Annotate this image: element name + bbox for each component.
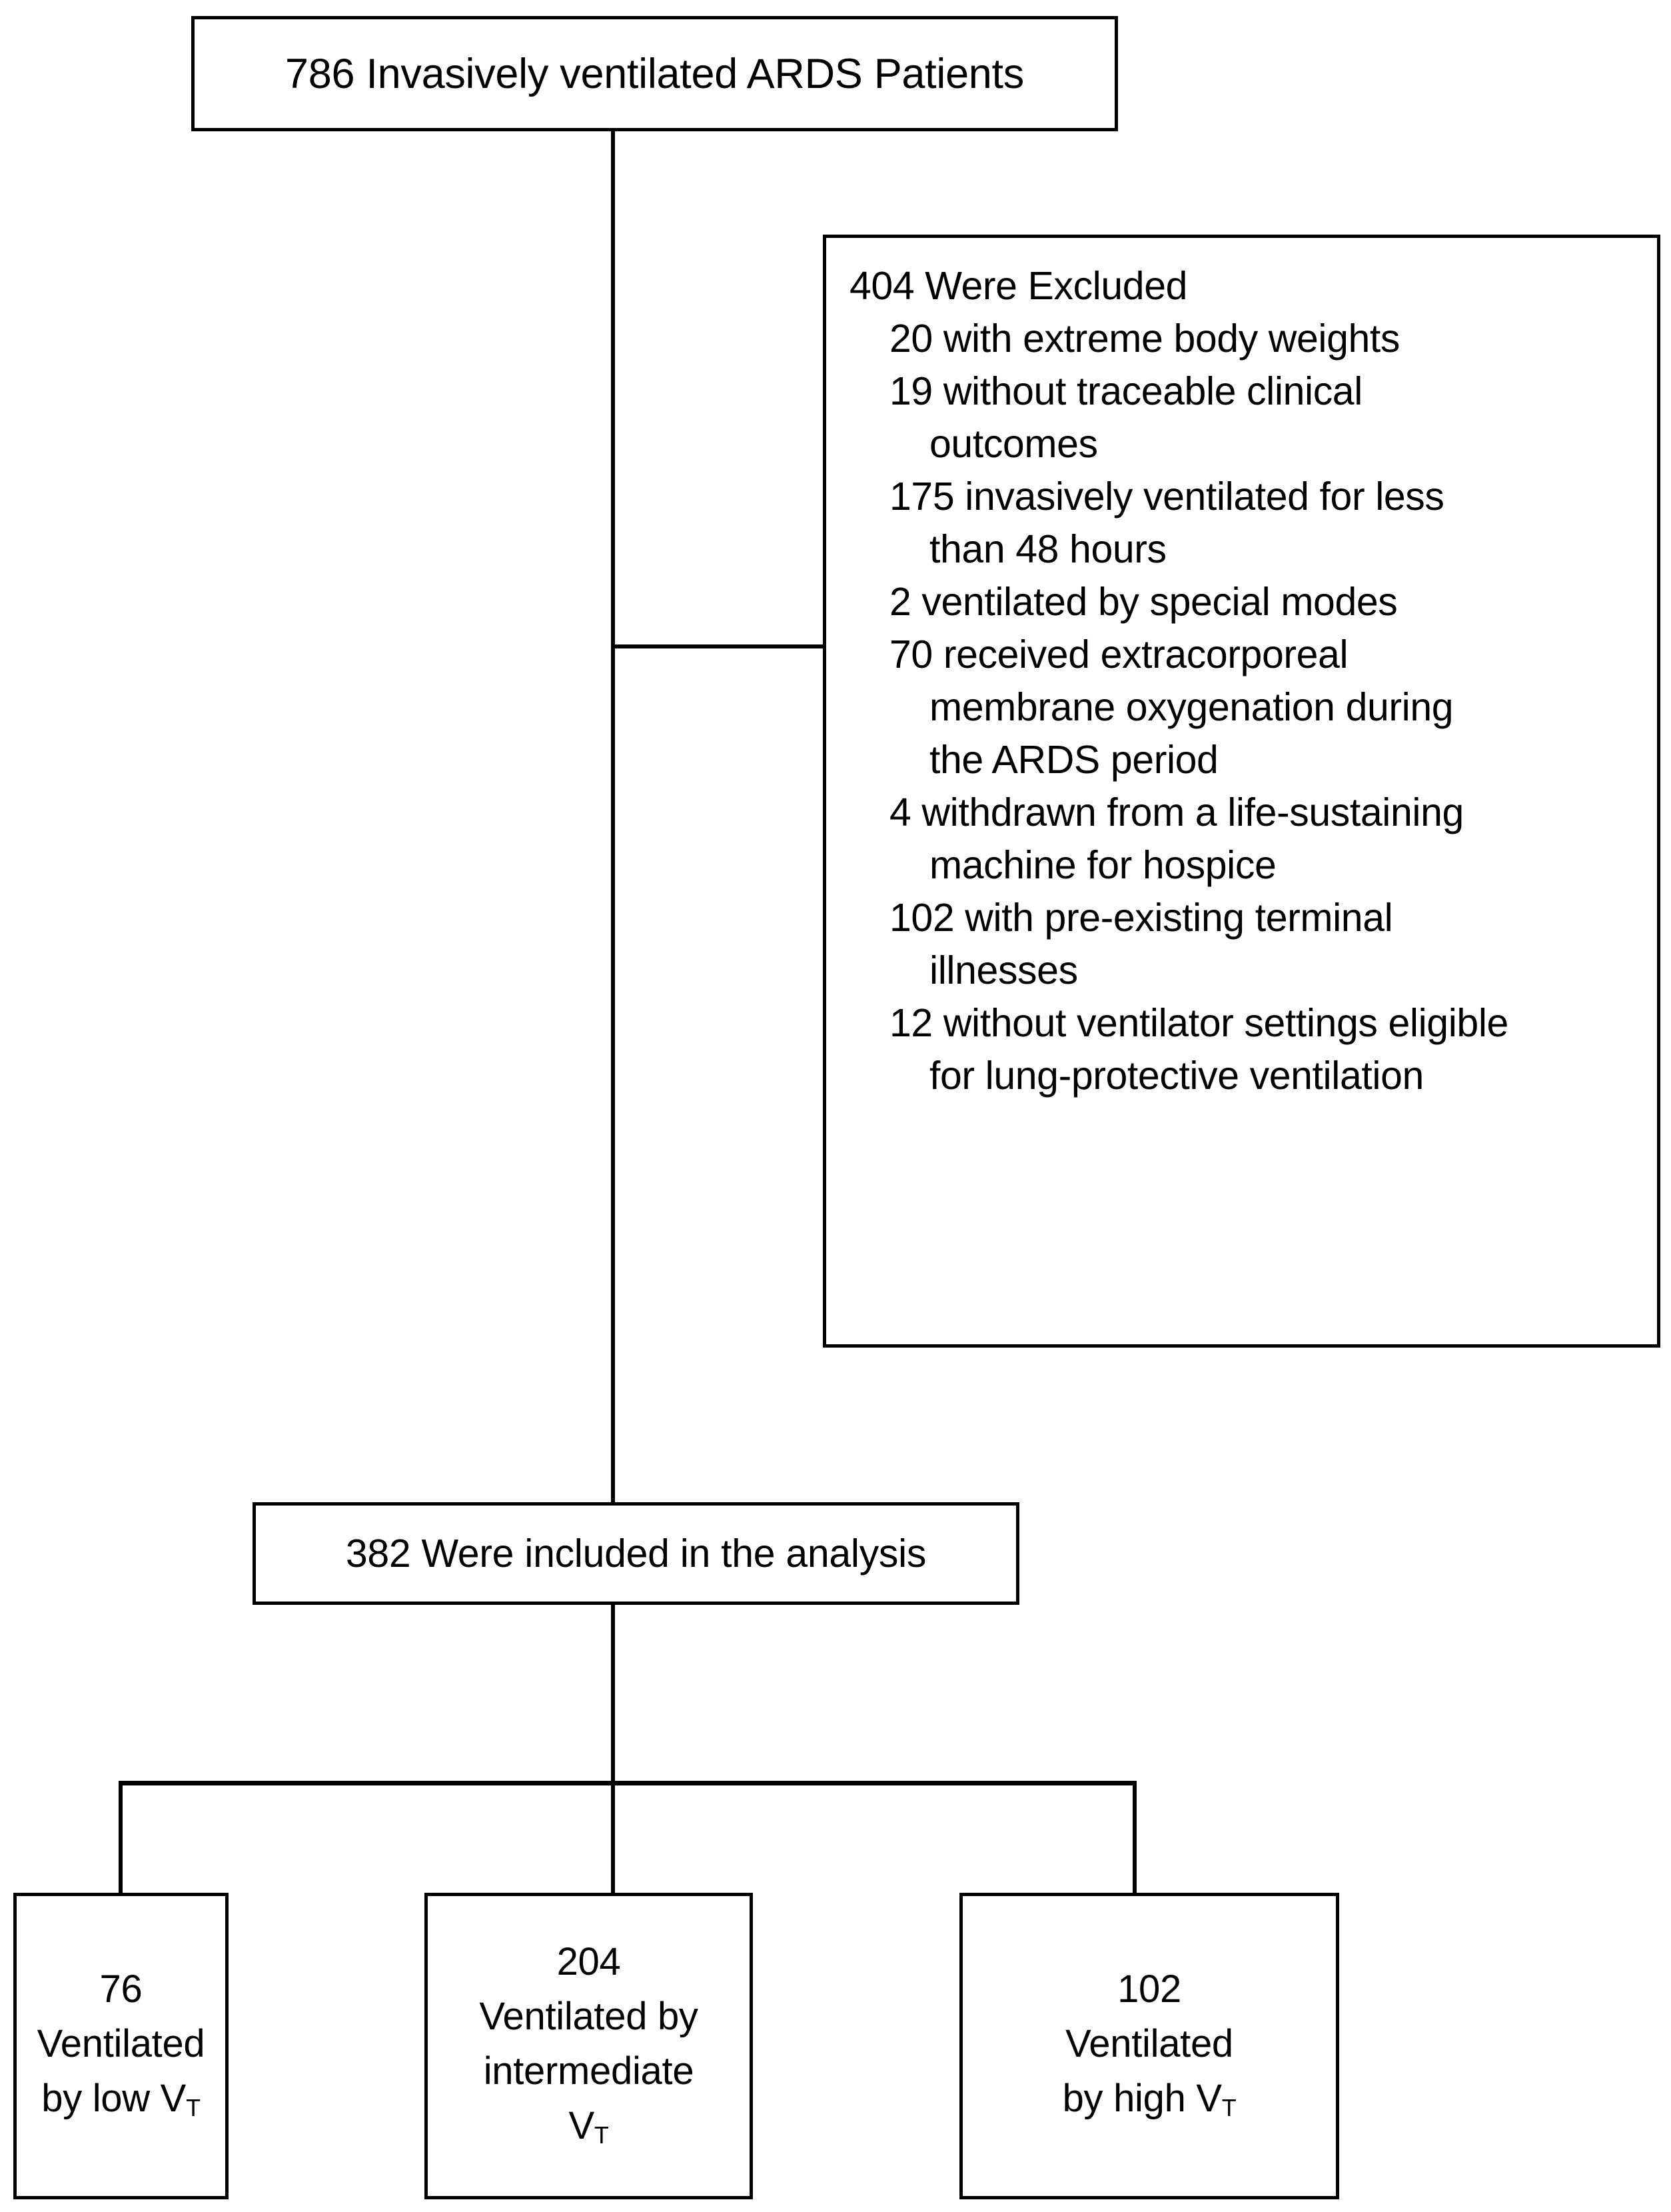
connector-drop-low	[119, 1781, 123, 1895]
group-high-label: 102 Ventilated by high VT	[959, 1893, 1339, 2199]
group-high-subscript: T	[1221, 2094, 1237, 2122]
analysis-box-label: 382 Were included in the analysis	[345, 1532, 927, 1576]
connector-main-stem	[611, 131, 615, 1502]
exclusion-heading: 404 Were Excluded	[849, 264, 1188, 308]
group-high-line3: by high VT	[1063, 2071, 1237, 2131]
exclusion-item-2: 175 invasively ventilated for less than …	[849, 471, 1642, 576]
group-intermediate-line4: VT	[568, 2099, 608, 2158]
top-box	[191, 16, 1118, 131]
group-intermediate-line3: intermediate	[483, 2049, 694, 2093]
exclusion-item-text: 102 with pre-existing terminal	[889, 896, 1393, 940]
connector-split-bar	[119, 1781, 1137, 1785]
exclusion-item-1: 19 without traceable clinical outcomes	[849, 365, 1642, 471]
top-box-label: 786 Invasively ventilated ARDS Patients	[285, 50, 1024, 97]
group-low-subscript: T	[186, 2094, 201, 2122]
group-box-high	[959, 1893, 1339, 2199]
exclusion-item-text: 70 received extracorporeal	[889, 632, 1349, 676]
group-high-line2: Ventilated	[1065, 2021, 1233, 2065]
exclusion-item-4: 70 received extracorporeal membrane oxyg…	[849, 628, 1642, 786]
exclusion-item-cont: than 48 hours	[929, 527, 1167, 571]
group-low-line3-pre: by low V	[41, 2076, 187, 2120]
exclusion-item-cont: machine for hospice	[929, 843, 1277, 887]
group-low-count: 76	[99, 1967, 143, 2011]
group-intermediate-line2: Ventilated by	[479, 1994, 698, 2038]
exclusion-item-cont: illnesses	[929, 948, 1078, 992]
exclusion-item-3: 2 ventilated by special modes	[849, 576, 1642, 628]
group-box-low	[13, 1893, 229, 2199]
exclusion-item-0: 20 with extreme body weights	[849, 313, 1642, 365]
exclusion-item-text: 175 invasively ventilated for less	[889, 475, 1444, 519]
exclusion-list: 404 Were Excluded 20 with extreme body w…	[849, 260, 1642, 1102]
exclusion-item-text: 4 withdrawn from a life-sustaining	[889, 790, 1464, 834]
group-intermediate-label: 204 Ventilated by intermediate VT	[424, 1893, 753, 2199]
group-high-line3-pre: by high V	[1062, 2076, 1222, 2120]
exclusion-item-cont: for lung-protective ventilation	[929, 1054, 1424, 1098]
exclusion-box	[823, 235, 1660, 1348]
group-low-label: 76 Ventilated by low VT	[13, 1893, 229, 2199]
group-intermediate-subscript: T	[594, 2121, 609, 2149]
group-intermediate-count: 204	[556, 1939, 621, 1983]
analysis-box	[253, 1502, 1019, 1605]
group-low-line3: by low VT	[41, 2071, 201, 2131]
exclusion-item-7: 12 without ventilator settings eligible …	[849, 997, 1642, 1102]
connector-exclusion-branch	[611, 644, 824, 648]
exclusion-item-text: 19 without traceable clinical	[889, 369, 1363, 413]
exclusion-item-text: 12 without ventilator settings eligible	[889, 1001, 1508, 1045]
exclusion-item-5: 4 withdrawn from a life-sustaining machi…	[849, 786, 1642, 892]
group-box-intermediate	[424, 1893, 753, 2199]
connector-drop-intermediate	[611, 1781, 615, 1895]
group-high-count: 102	[1117, 1967, 1181, 2011]
exclusion-item-text: 20 with extreme body weights	[889, 317, 1400, 361]
exclusion-item-text: 2 ventilated by special modes	[889, 580, 1398, 624]
connector-analysis-stem	[611, 1605, 615, 1785]
exclusion-item-6: 102 with pre-existing terminal illnesses	[849, 892, 1642, 997]
group-low-line2: Ventilated	[37, 2021, 205, 2065]
connector-drop-high	[1133, 1781, 1137, 1895]
group-intermediate-line4-pre: V	[568, 2103, 594, 2147]
exclusion-item-cont: membrane oxygenation during	[929, 685, 1454, 729]
exclusion-item-cont2: the ARDS period	[929, 738, 1219, 782]
exclusion-item-cont: outcomes	[929, 422, 1098, 466]
